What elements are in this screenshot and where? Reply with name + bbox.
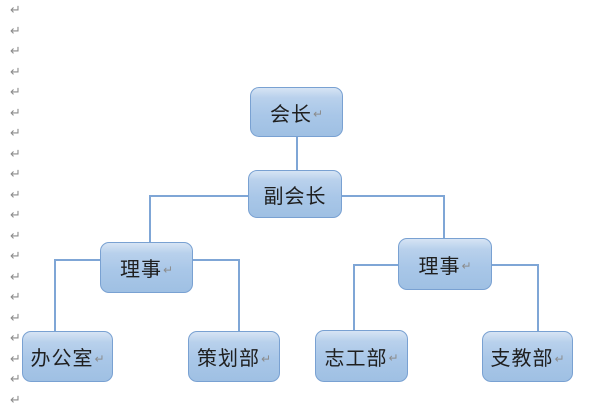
connector-vice-directorleft-h[interactable] xyxy=(149,195,248,197)
paragraph-mark: ↵ xyxy=(10,249,21,264)
paragraph-mark: ↵ xyxy=(260,351,272,366)
connector-directorleft-office-v[interactable] xyxy=(54,259,56,331)
paragraph-mark: ↵ xyxy=(10,126,21,141)
connector-vice-directorright-h[interactable] xyxy=(342,195,445,197)
org-node-office-label: 办公室 xyxy=(30,346,94,370)
paragraph-mark: ↵ xyxy=(10,3,21,18)
paragraph-mark: ↵ xyxy=(10,331,21,346)
connector-president-vice[interactable] xyxy=(296,137,298,170)
connector-directorleft-planning-h[interactable] xyxy=(193,259,240,261)
org-node-president-label: 会长 xyxy=(269,101,312,126)
org-node-planning[interactable]: 策划部 ↵ xyxy=(188,331,280,382)
org-node-president[interactable]: 会长 ↵ xyxy=(250,87,343,137)
org-node-volunteer-label: 志工部 xyxy=(324,345,388,370)
paragraph-mark: ↵ xyxy=(94,351,105,366)
org-node-vice-president-label: 副会长 xyxy=(263,183,327,208)
connector-directorleft-planning-v[interactable] xyxy=(238,259,240,331)
org-node-director-right[interactable]: 理事 ↵ xyxy=(398,238,492,290)
paragraph-mark: ↵ xyxy=(312,107,324,121)
connector-directorright-volunteer-h[interactable] xyxy=(353,264,398,266)
org-node-planning-label: 策划部 xyxy=(196,346,260,370)
paragraph-mark: ↵ xyxy=(388,351,399,365)
paragraph-mark: ↵ xyxy=(10,187,21,203)
paragraph-mark: ↵ xyxy=(10,269,21,285)
paragraph-mark: ↵ xyxy=(162,262,174,277)
paragraph-marks-column: ↵ ↵ ↵ ↵ ↵ ↵ ↵ ↵ ↵ ↵ ↵ ↵ ↵ ↵ ↵ ↵ ↵ ↵ ↵ ↵ xyxy=(10,1,21,411)
paragraph-mark: ↵ xyxy=(554,351,565,366)
connector-directorleft-office-h[interactable] xyxy=(54,259,100,261)
paragraph-mark: ↵ xyxy=(10,392,21,408)
paragraph-mark: ↵ xyxy=(10,372,21,387)
org-node-vice-president[interactable]: 副会长 xyxy=(248,170,342,218)
org-node-director-left-label: 理事 xyxy=(119,257,162,281)
org-node-director-left[interactable]: 理事 ↵ xyxy=(100,242,193,293)
paragraph-mark: ↵ xyxy=(10,85,21,100)
connector-directorright-teaching-h[interactable] xyxy=(492,264,539,266)
org-node-volunteer[interactable]: 志工部 ↵ xyxy=(315,330,408,382)
paragraph-mark: ↵ xyxy=(10,310,21,326)
org-node-director-right-label: 理事 xyxy=(418,253,461,278)
paragraph-mark: ↵ xyxy=(10,351,21,367)
paragraph-mark: ↵ xyxy=(10,146,21,162)
paragraph-mark: ↵ xyxy=(10,208,21,223)
paragraph-mark: ↵ xyxy=(10,64,21,80)
connector-vice-directorleft-v[interactable] xyxy=(149,195,151,242)
connector-directorright-teaching-v[interactable] xyxy=(537,264,539,331)
paragraph-mark: ↵ xyxy=(10,23,21,39)
org-node-teaching[interactable]: 支教部 ↵ xyxy=(482,331,573,382)
org-node-teaching-label: 支教部 xyxy=(490,346,554,370)
paragraph-mark: ↵ xyxy=(461,259,472,273)
connector-vice-directorright-v[interactable] xyxy=(443,195,445,238)
paragraph-mark: ↵ xyxy=(10,44,21,59)
paragraph-mark: ↵ xyxy=(10,290,21,305)
paragraph-mark: ↵ xyxy=(10,167,21,182)
connector-directorright-volunteer-v[interactable] xyxy=(353,264,355,330)
org-node-office[interactable]: 办公室 ↵ xyxy=(22,331,113,382)
paragraph-mark: ↵ xyxy=(10,228,21,244)
paragraph-mark: ↵ xyxy=(10,105,21,121)
